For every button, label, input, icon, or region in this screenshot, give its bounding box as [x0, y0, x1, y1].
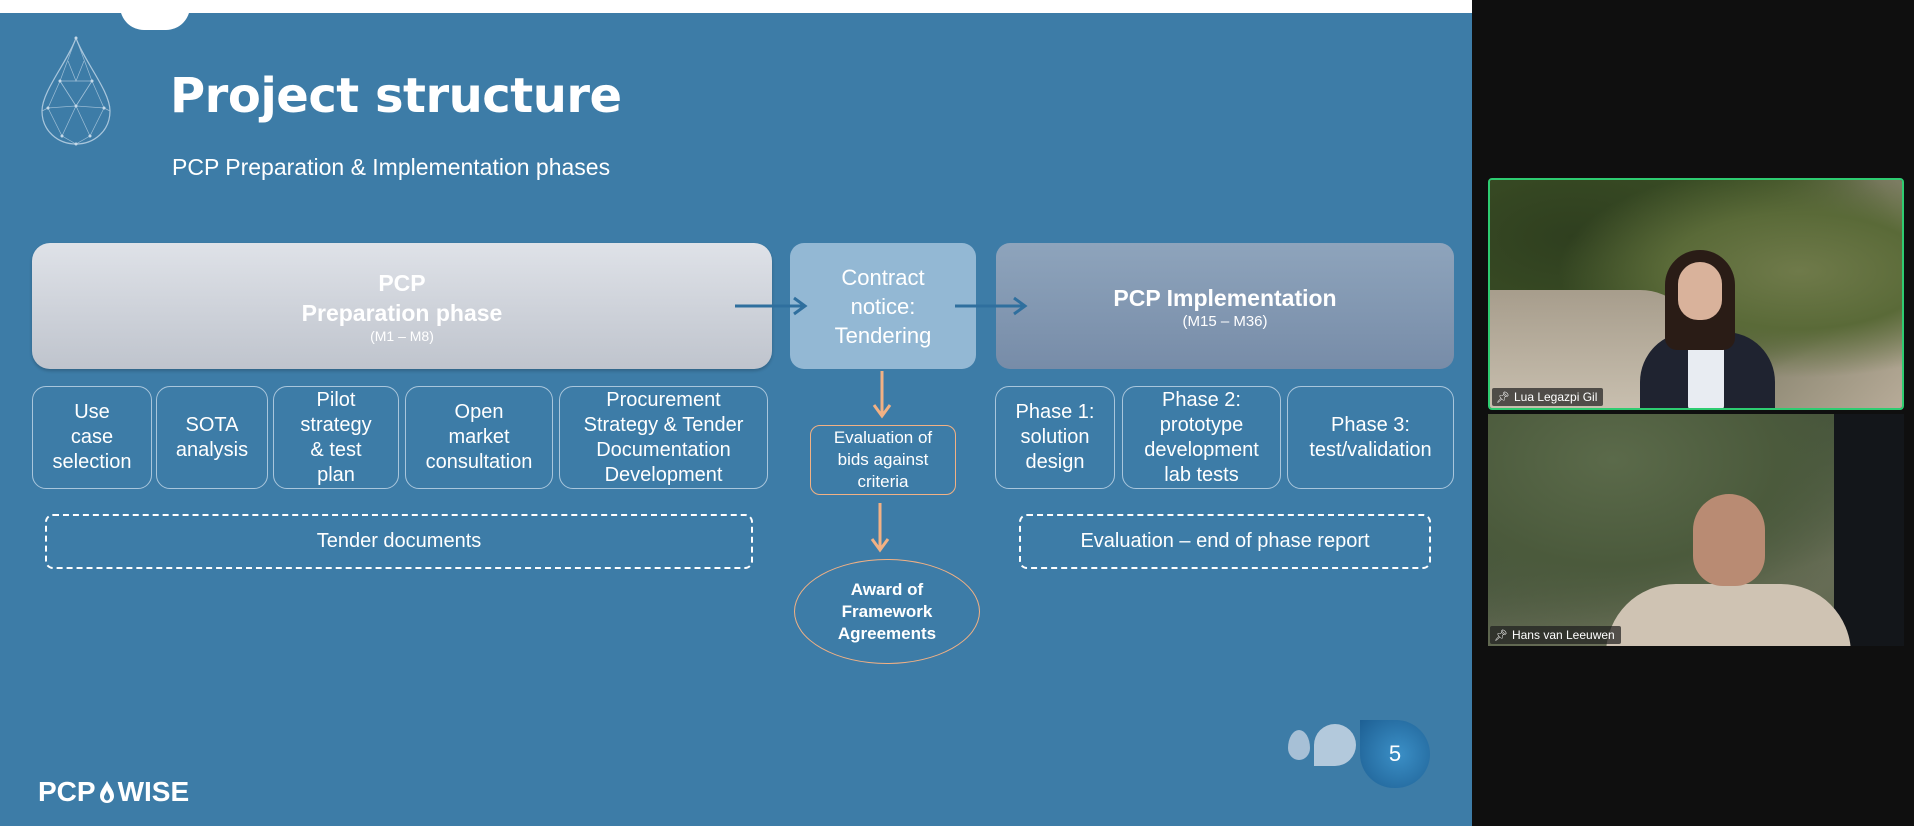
- step-line: market: [448, 426, 510, 448]
- shared-slide: Project structure PCP Preparation & Impl…: [0, 0, 1472, 826]
- slide-title: Project structure: [170, 68, 622, 124]
- step-line: Phase 2:: [1162, 388, 1241, 411]
- preparation-months: (M1 – M8): [370, 328, 434, 344]
- step-pilot-strategy: Pilot strategy & test plan: [273, 386, 399, 489]
- arrow-contract-to-evaluation: [872, 371, 892, 419]
- step-line: Documentation: [596, 438, 731, 461]
- step-line: Use: [74, 401, 110, 423]
- step-line: Development: [604, 463, 723, 486]
- brand-left: PCP: [38, 776, 96, 807]
- eval-bids-line2: bids against: [837, 450, 929, 469]
- video-background-sea: [1834, 414, 1904, 646]
- step-line: strategy: [300, 413, 372, 436]
- step-line: Phase 3:: [1331, 413, 1410, 436]
- evaluation-report-label: Evaluation – end of phase report: [1080, 530, 1370, 552]
- step-line: development: [1144, 438, 1259, 461]
- participant-figure: [1606, 584, 1851, 646]
- step-line: analysis: [175, 438, 249, 461]
- contract-notice-box: Contract notice: Tendering: [790, 243, 976, 369]
- slide-top-bar: [0, 0, 1472, 13]
- step-line: Strategy & Tender: [583, 413, 744, 436]
- step-line: prototype: [1159, 413, 1244, 436]
- step-line: selection: [52, 451, 132, 473]
- award-line2: Framework: [841, 601, 933, 621]
- participant-video-tile[interactable]: 📌︎ Lua Legazpi Gil: [1488, 178, 1904, 410]
- slide-top-notch: [120, 6, 190, 30]
- evaluation-of-bids-box: Evaluation of bids against criteria: [810, 425, 956, 495]
- step-line: & test: [310, 438, 362, 461]
- step-phase-1: Phase 1: solution design: [995, 386, 1115, 489]
- step-line: consultation: [425, 451, 533, 473]
- slide-subtitle: PCP Preparation & Implementation phases: [172, 154, 611, 180]
- step-line: design: [1025, 451, 1085, 473]
- step-use-case-selection: Use case selection: [32, 386, 152, 489]
- contract-line3: Tendering: [834, 322, 932, 348]
- step-line: solution: [1020, 426, 1090, 448]
- step-line: plan: [317, 463, 355, 486]
- step-phase-3: Phase 3: test/validation: [1287, 386, 1454, 489]
- eval-bids-line1: Evaluation of: [833, 428, 933, 447]
- pin-icon: 📌︎: [1494, 629, 1508, 642]
- step-line: case: [70, 426, 114, 448]
- eval-bids-line3: criteria: [857, 472, 909, 491]
- leaf-decoration-icon: [1314, 724, 1356, 766]
- participant-video-tile[interactable]: 📌︎ Hans van Leeuwen: [1488, 414, 1904, 646]
- award-line1: Award of: [850, 579, 924, 599]
- participant-name-tag: 📌︎ Lua Legazpi Gil: [1492, 388, 1604, 406]
- brand-right: WISE: [117, 776, 190, 807]
- preparation-line1: PCP: [378, 270, 426, 296]
- pcp-wise-logo: PCP WISE: [38, 776, 189, 808]
- award-framework-ellipse: Award of Framework Agreements: [794, 559, 980, 664]
- step-phase-2: Phase 2: prototype development lab tests: [1122, 386, 1281, 489]
- evaluation-report-box: Evaluation – end of phase report: [1019, 514, 1431, 569]
- step-open-market-consultation: Open market consultation: [405, 386, 553, 489]
- flame-icon: [99, 781, 114, 803]
- contract-line2: notice:: [850, 293, 916, 319]
- page-number: 5: [1360, 720, 1430, 788]
- step-line: Procurement: [606, 388, 721, 411]
- participant-name: Hans van Leeuwen: [1511, 628, 1615, 642]
- step-procurement-strategy: Procurement Strategy & Tender Documentat…: [559, 386, 768, 489]
- step-sota-analysis: SOTA analysis: [156, 386, 268, 489]
- participant-name-tag: 📌︎ Hans van Leeuwen: [1490, 626, 1621, 644]
- participant-figure: [1693, 494, 1765, 586]
- step-line: SOTA: [185, 413, 239, 436]
- implementation-title: PCP Implementation: [1113, 284, 1337, 311]
- contract-line1: Contract: [841, 264, 925, 290]
- implementation-box: PCP Implementation (M15 – M36): [996, 243, 1454, 369]
- drop-decoration-icon: [1288, 730, 1310, 760]
- water-drop-icon: [41, 36, 111, 146]
- step-line: lab tests: [1164, 463, 1239, 486]
- implementation-months: (M15 – M36): [1182, 312, 1268, 330]
- preparation-line2: Preparation phase: [301, 300, 503, 326]
- tender-documents-box: Tender documents: [45, 514, 753, 569]
- step-line: Open: [454, 401, 504, 423]
- pin-icon: 📌︎: [1496, 391, 1510, 404]
- tender-documents-label: Tender documents: [316, 530, 482, 552]
- preparation-phase-box: PCP Preparation phase (M1 – M8): [32, 243, 772, 369]
- award-line3: Agreements: [837, 623, 937, 643]
- arrow-evaluation-to-award: [870, 503, 890, 553]
- step-line: test/validation: [1309, 438, 1432, 461]
- participant-figure: [1678, 262, 1722, 320]
- step-line: Pilot: [316, 388, 356, 411]
- step-line: Phase 1:: [1015, 401, 1095, 423]
- participant-name: Lua Legazpi Gil: [1513, 390, 1598, 404]
